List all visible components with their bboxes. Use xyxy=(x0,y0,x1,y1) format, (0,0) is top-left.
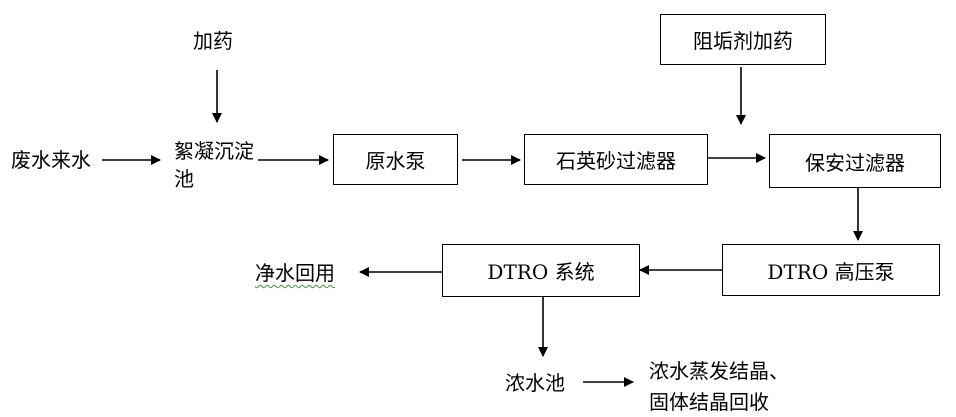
quartz-sand-filter-box: 石英砂过滤器 xyxy=(524,134,708,185)
flocculation-tank-label-line2: 池 xyxy=(174,167,194,191)
raw-water-pump-box: 原水泵 xyxy=(333,134,458,185)
concentrate-tank-label: 浓水池 xyxy=(505,371,565,395)
raw-water-pump-label: 原水泵 xyxy=(365,149,426,173)
dtro-system-label: DTRO 系统 xyxy=(487,260,595,284)
clean-water-reuse-label: 净水回用 xyxy=(255,261,335,285)
quartz-sand-filter-label: 石英砂过滤器 xyxy=(556,149,676,173)
dtro-system-box: DTRO 系统 xyxy=(442,244,640,297)
security-filter-label: 保安过滤器 xyxy=(805,150,905,175)
dosing-label: 加药 xyxy=(193,29,233,53)
scale-inhibitor-dosing-label: 阻垢剂加药 xyxy=(693,29,793,53)
wastewater-inflow-label: 废水来水 xyxy=(11,148,91,172)
concentrate-evaporation-label: 浓水蒸发结晶、 xyxy=(649,359,789,383)
flocculation-tank-label: 絮凝沉淀 xyxy=(174,139,254,163)
security-filter-box: 保安过滤器 xyxy=(769,134,941,188)
solid-crystal-recovery-label: 固体结晶回收 xyxy=(649,390,769,414)
dtro-high-pressure-pump-label: DTRO 高压泵 xyxy=(767,259,895,284)
dtro-high-pressure-pump-box: DTRO 高压泵 xyxy=(722,244,940,296)
scale-inhibitor-dosing-box: 阻垢剂加药 xyxy=(660,14,826,65)
